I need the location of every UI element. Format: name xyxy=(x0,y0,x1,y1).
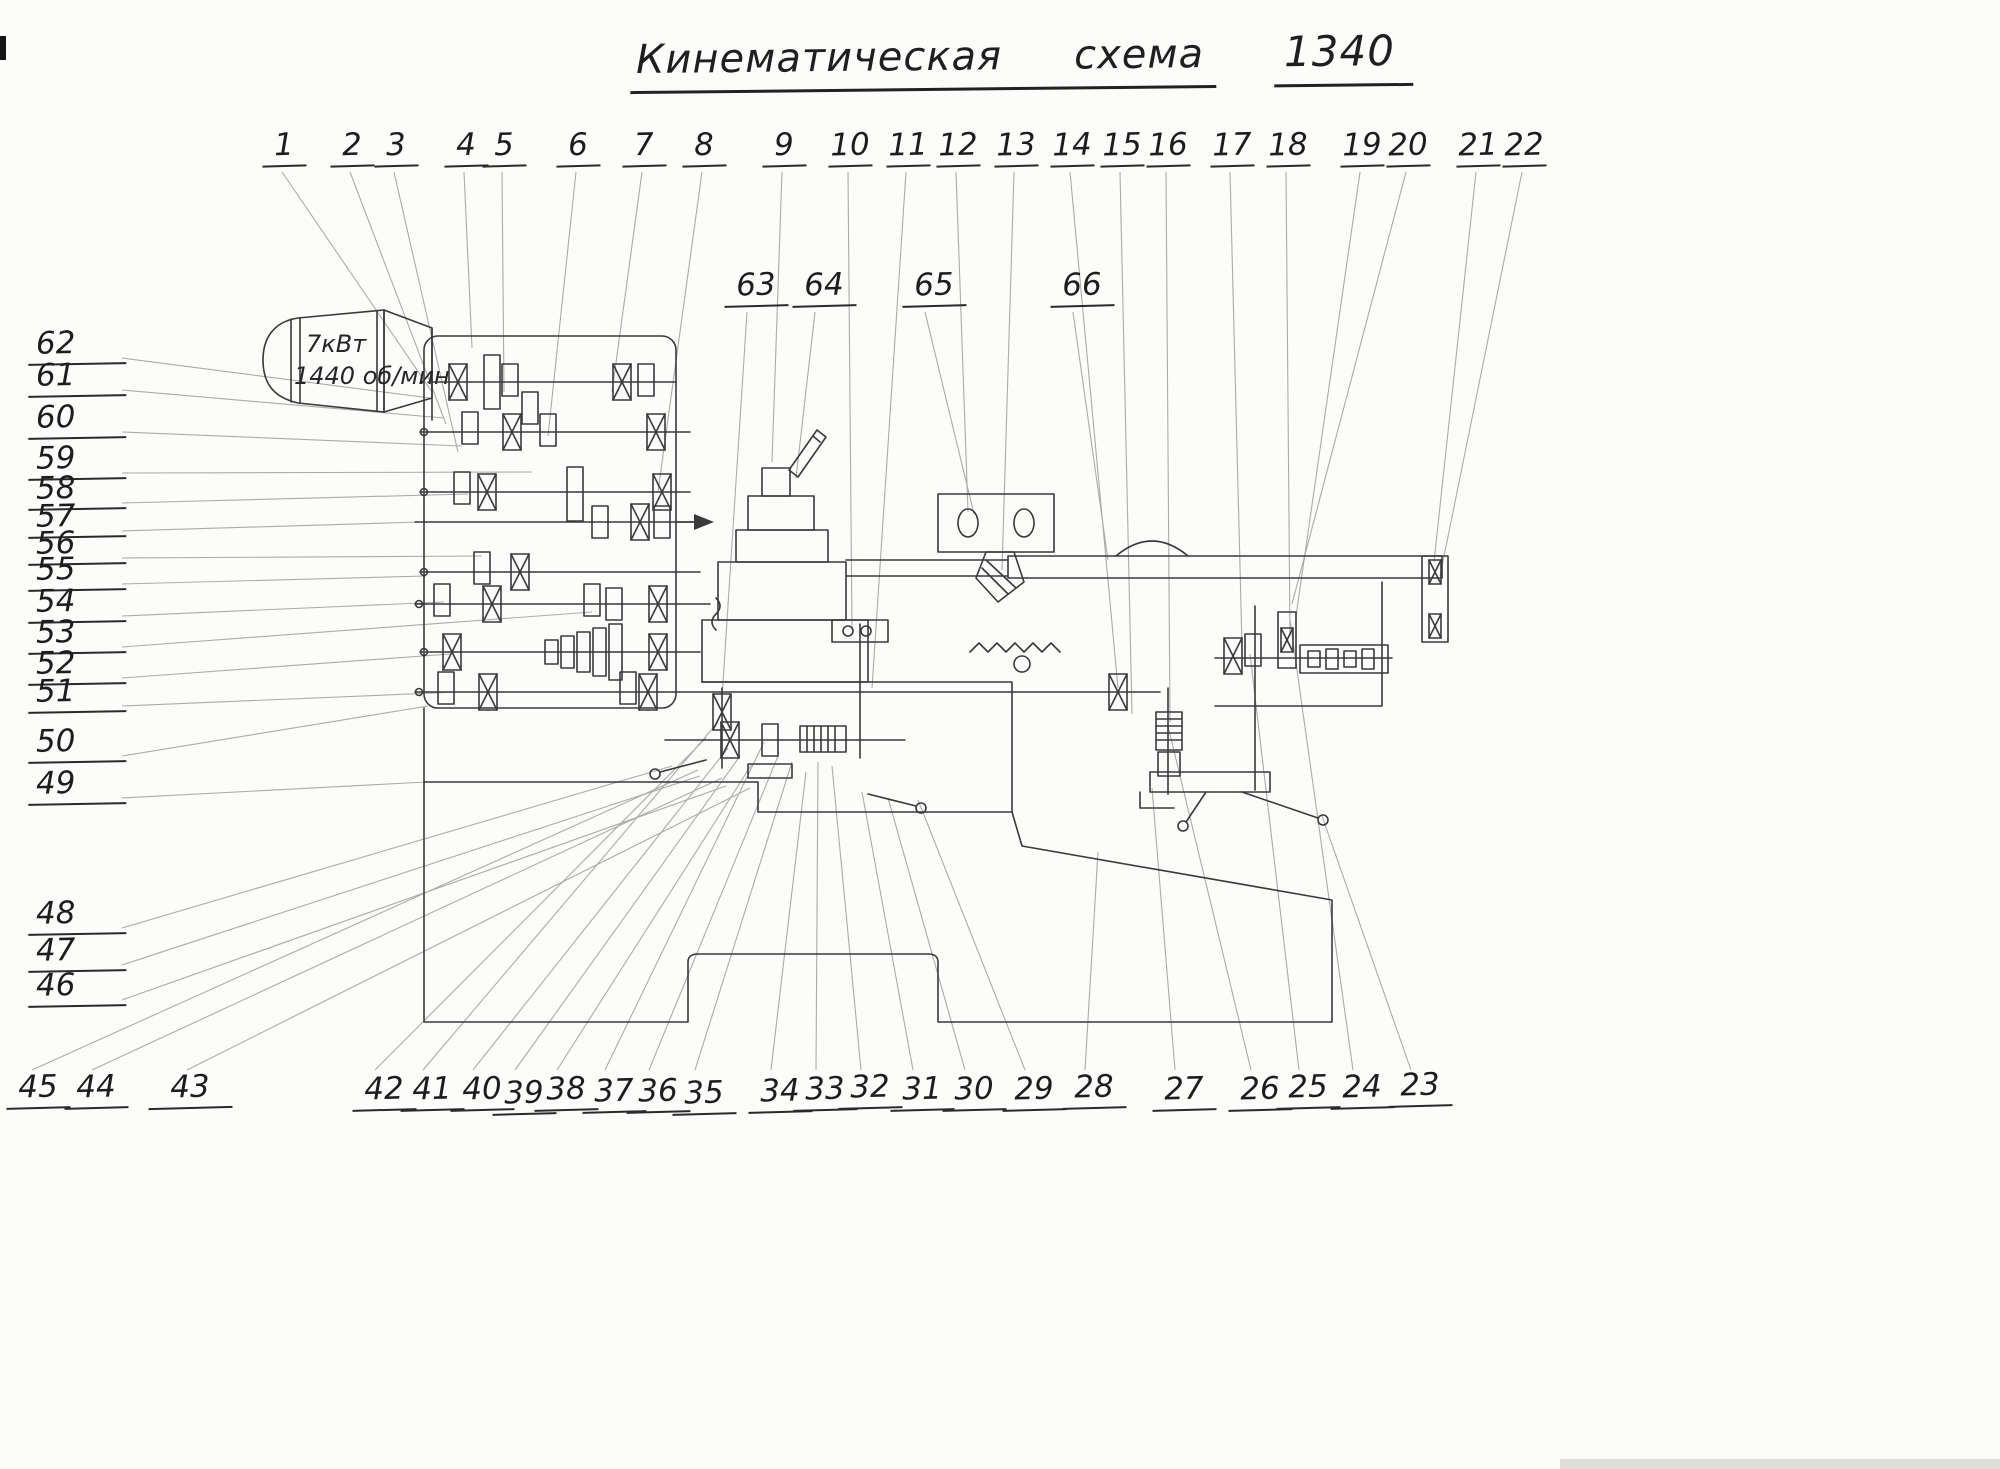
scan-artifact-left xyxy=(0,36,6,60)
callout-1: 1 xyxy=(261,127,307,168)
callout-3: 3 xyxy=(373,127,419,168)
callout-17: 17 xyxy=(1209,126,1255,168)
callout-19: 19 xyxy=(1339,126,1385,168)
callout-30: 30 xyxy=(941,1070,1007,1112)
callout-66: 66 xyxy=(1049,266,1115,308)
title-word-1: Кинематическая xyxy=(635,33,1003,84)
callout-28: 28 xyxy=(1061,1068,1127,1110)
callout-50: 50 xyxy=(27,723,127,764)
feed-gear-train xyxy=(1214,581,1393,791)
rack-teeth xyxy=(969,642,1061,653)
callout-11: 11 xyxy=(885,126,931,168)
page-title: Кинематическая схема 1340 xyxy=(629,25,1414,95)
callout-18: 18 xyxy=(1265,126,1311,168)
machine-bed xyxy=(423,707,1333,1023)
callout-49: 49 xyxy=(27,765,127,806)
callout-60: 60 xyxy=(27,399,127,440)
callout-48: 48 xyxy=(27,895,127,936)
callout-10: 10 xyxy=(827,126,873,168)
leader-lines xyxy=(31,171,1523,1071)
callout-8: 8 xyxy=(681,127,727,168)
callout-14: 14 xyxy=(1049,126,1095,168)
callout-15: 15 xyxy=(1099,126,1145,168)
spindle-arrow xyxy=(675,514,714,530)
callout-29: 29 xyxy=(1001,1070,1067,1112)
scan-artifact-bottom xyxy=(1560,1459,2000,1469)
apron-lever-left xyxy=(659,759,707,773)
callout-65: 65 xyxy=(901,266,967,308)
callout-20: 20 xyxy=(1385,126,1431,168)
turret-head xyxy=(701,429,869,683)
bed-ways xyxy=(845,540,1449,643)
callout-64: 64 xyxy=(791,266,857,308)
feed-handle-right xyxy=(1241,791,1319,819)
callout-9: 9 xyxy=(761,127,807,168)
callout-5: 5 xyxy=(481,127,527,168)
callout-16: 16 xyxy=(1145,126,1191,168)
callout-35: 35 xyxy=(671,1074,737,1116)
slide-bracket xyxy=(937,493,1061,673)
apron-feed-mechanism xyxy=(1108,673,1329,832)
callout-12: 12 xyxy=(935,126,981,168)
carriage-apron xyxy=(423,619,1013,814)
feed-handle-left xyxy=(1185,791,1207,823)
apron-lever-right xyxy=(867,793,917,807)
callout-45: 45 xyxy=(5,1068,71,1110)
turret-handle xyxy=(788,429,827,478)
title-word-2: схема xyxy=(1073,31,1205,79)
callout-23: 23 xyxy=(1387,1066,1453,1108)
callout-6: 6 xyxy=(555,127,601,168)
title-main: Кинематическая схема xyxy=(629,30,1217,95)
callout-46: 46 xyxy=(27,967,127,1008)
callout-27: 27 xyxy=(1151,1070,1217,1112)
callout-61: 61 xyxy=(27,357,127,398)
callout-24: 24 xyxy=(1329,1068,1395,1110)
title-number: 1340 xyxy=(1273,25,1414,88)
callout-44: 44 xyxy=(63,1068,129,1110)
callout-43: 43 xyxy=(147,1068,233,1110)
speed-gearbox xyxy=(414,335,711,709)
callout-13: 13 xyxy=(993,126,1039,168)
callout-22: 22 xyxy=(1501,126,1547,168)
motor-power-label: 7кВт xyxy=(306,330,367,358)
callout-51: 51 xyxy=(27,673,127,714)
callout-7: 7 xyxy=(621,127,667,168)
electric-motor: 7кВт 1440 об/мин xyxy=(262,309,450,421)
callout-21: 21 xyxy=(1455,126,1501,168)
motor-speed-label: 1440 об/мин xyxy=(294,362,450,390)
callout-63: 63 xyxy=(723,266,789,308)
feed-shaft xyxy=(414,671,1161,711)
callout-2: 2 xyxy=(329,127,375,168)
